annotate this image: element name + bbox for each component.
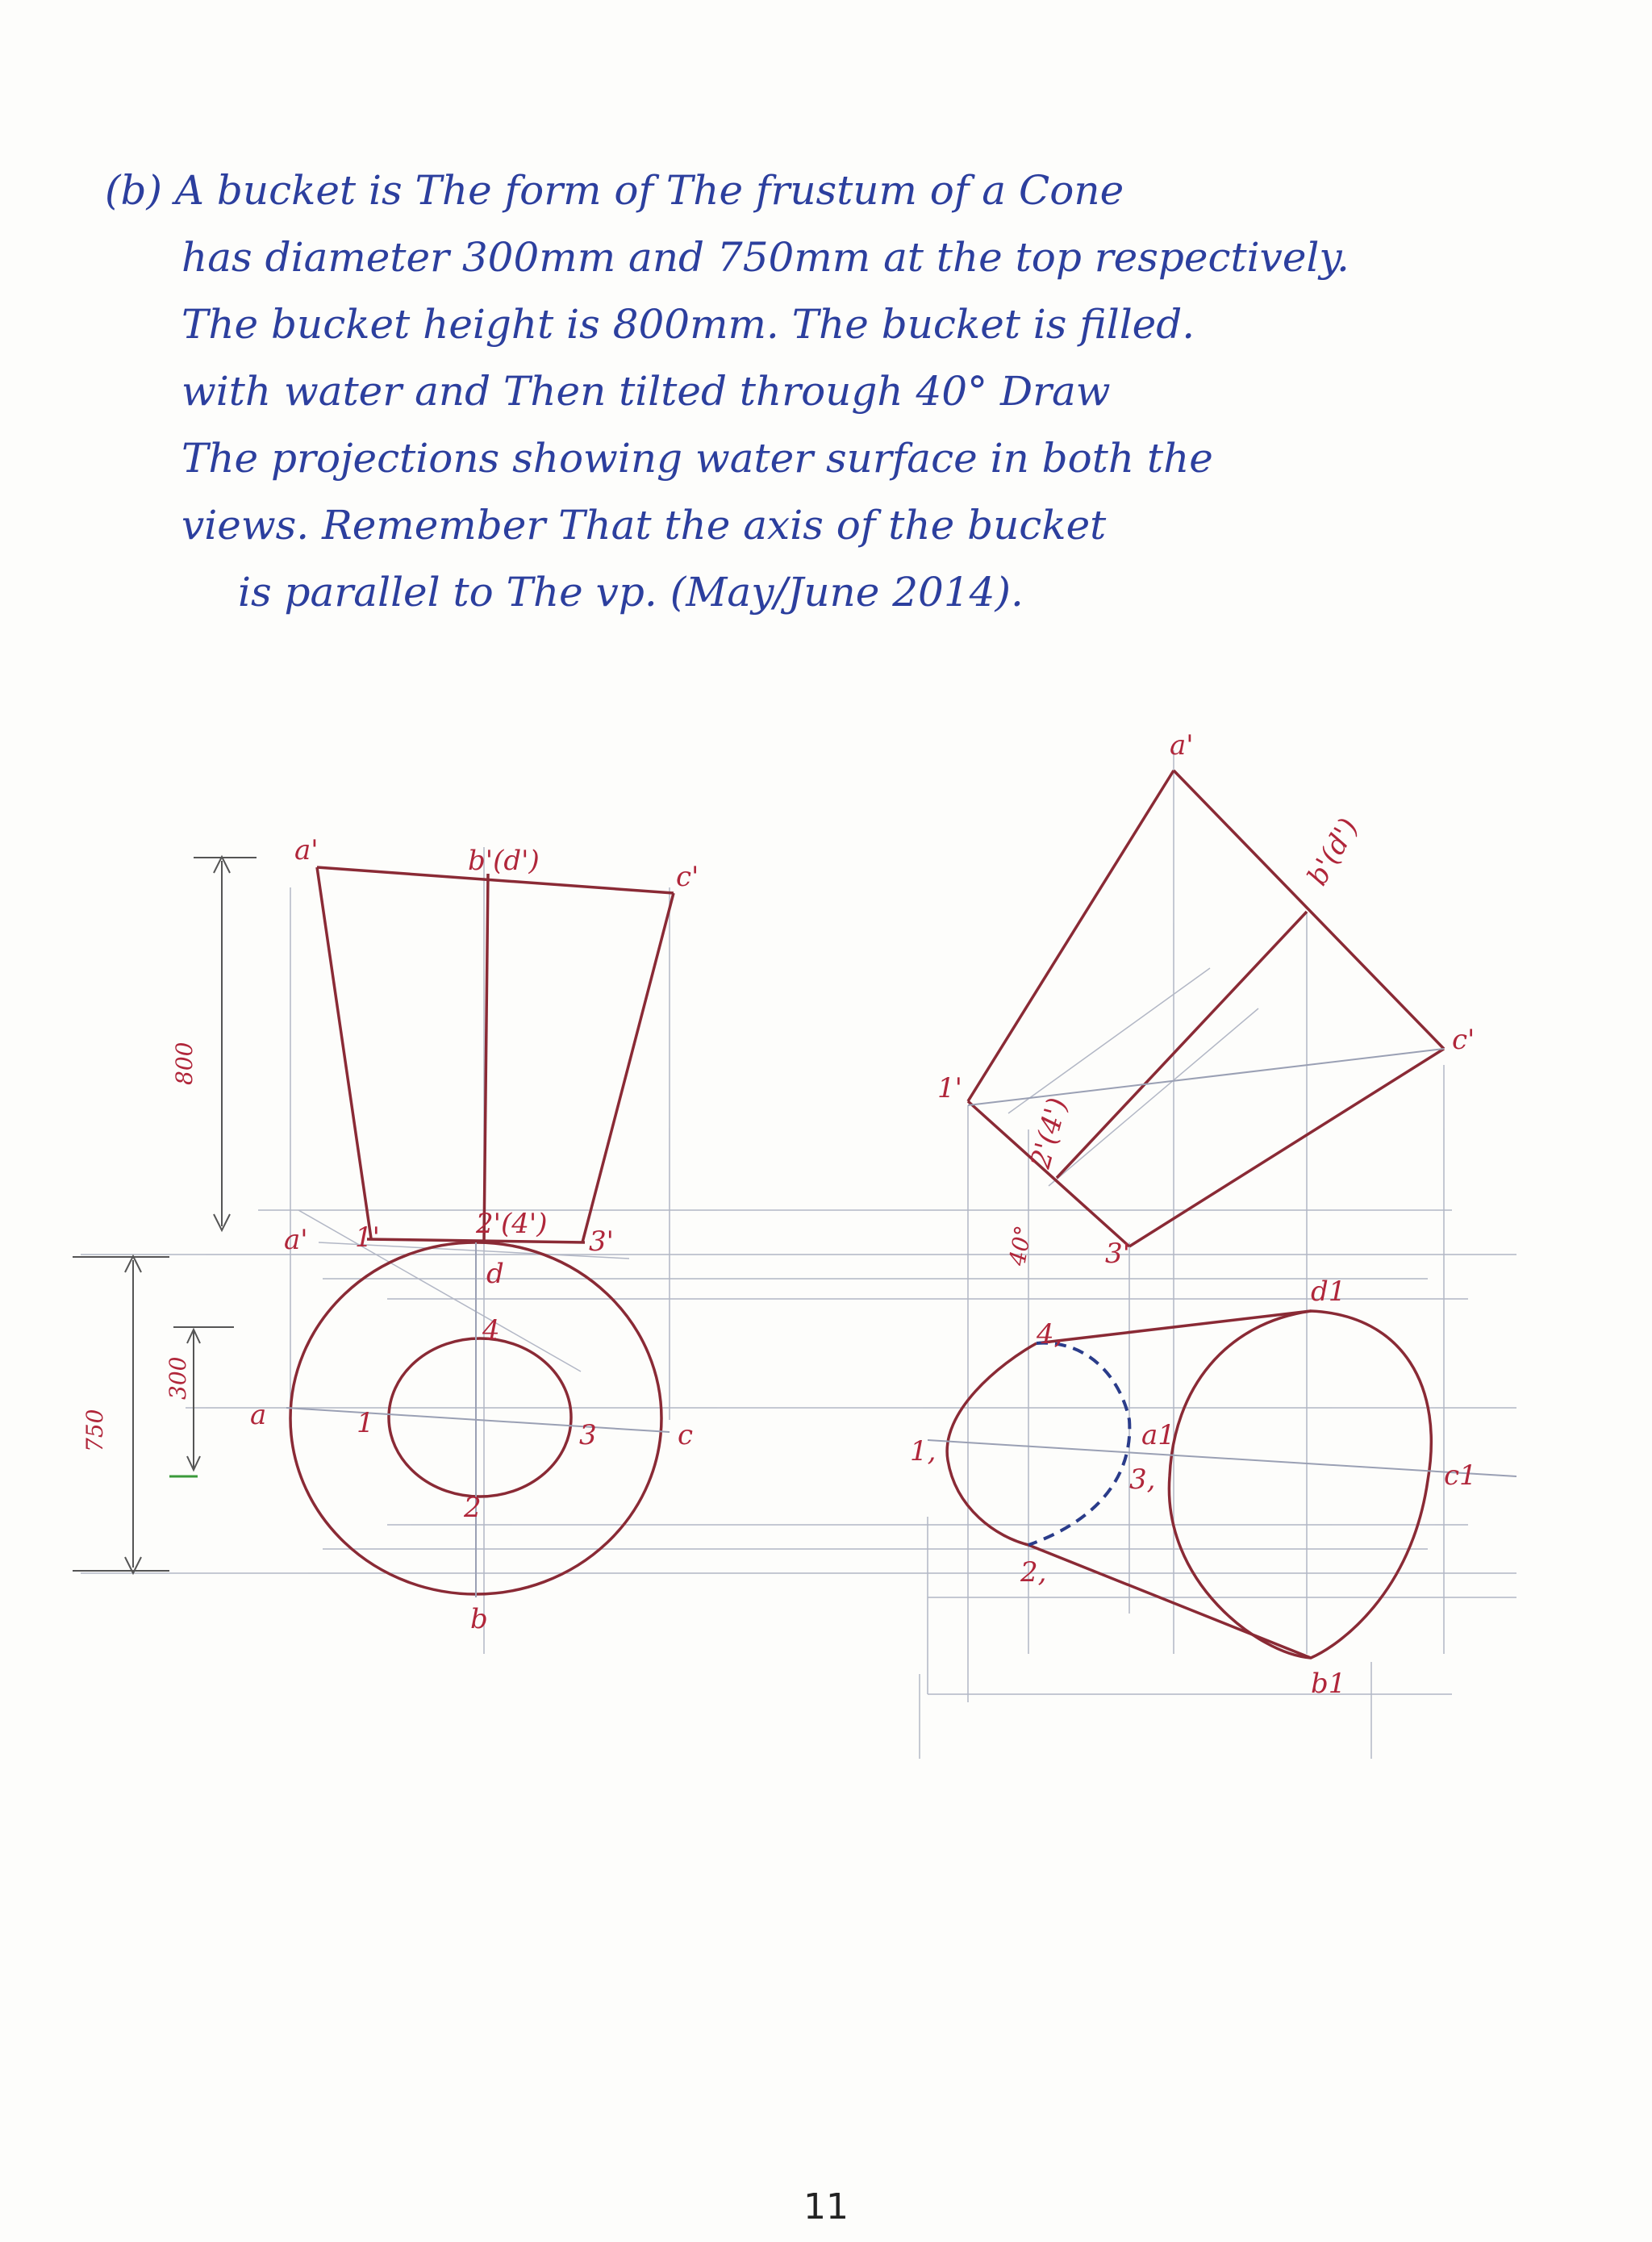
construction-lines [81, 750, 1516, 1759]
top-view-inner-circle [387, 1337, 573, 1498]
tfv-label-3-prime: 3' [1105, 1238, 1130, 1270]
fv-label-3-prime: 3' [589, 1225, 614, 1258]
tilted-top-large-ellipse [1167, 1309, 1433, 1660]
dimension-lines [73, 854, 257, 1576]
ttv-label-a1: a1 [1141, 1419, 1175, 1451]
ttv-label-3: 3, [1129, 1463, 1155, 1496]
fv-label-b-prime-d-prime: b'(d') [468, 845, 540, 877]
problem-line-3: The bucket height is 800mm. The bucket i… [181, 301, 1195, 348]
tv-label-1: 1 [357, 1407, 374, 1439]
fv-label-1-prime: 1' [355, 1221, 380, 1254]
problem-line-5: The projections showing water surface in… [181, 435, 1213, 482]
tfv-label-a-prime: a' [1170, 729, 1194, 762]
dim-label-750: 750 [81, 1409, 108, 1452]
problem-line-4: with water and Then tilted through 40° D… [181, 368, 1111, 415]
ttv-label-c1: c1 [1444, 1459, 1477, 1492]
page-number: 11 [803, 2186, 849, 2227]
tfv-label-angle: 40° [1003, 1224, 1037, 1269]
tilted-front-view [966, 769, 1446, 1248]
tv-label-b: b [470, 1603, 488, 1635]
tilted-top-small-ellipse [945, 1342, 1037, 1547]
tv-label-2: 2 [463, 1492, 482, 1524]
tfv-label-c-prime: c' [1452, 1024, 1475, 1056]
tilted-top-view [945, 1309, 1433, 1660]
ttv-label-2: 2, [1020, 1556, 1046, 1589]
dim-label-300: 300 [165, 1357, 191, 1400]
ttv-label-d1: d1 [1311, 1275, 1345, 1308]
ttv-label-4: 4, [1036, 1318, 1062, 1351]
tv-label-c: c [678, 1419, 693, 1451]
fv-label-a-prime-lower: a' [284, 1224, 308, 1256]
tv-label-4: 4 [482, 1314, 500, 1346]
top-view-axes [286, 1242, 670, 1597]
tfv-label-2-prime-4-prime: 2'(4') [1024, 1094, 1074, 1172]
tv-label-a: a [250, 1399, 266, 1431]
ttv-label-b1: b1 [1311, 1668, 1345, 1700]
problem-line-2: has diameter 300mm and 750mm at the top … [181, 234, 1350, 281]
problem-line-6: views. Remember That the axis of the buc… [181, 502, 1107, 549]
fv-label-a-prime: a' [294, 834, 319, 866]
tfv-label-1-prime: 1' [937, 1072, 962, 1104]
front-view-frustum [315, 866, 675, 1244]
tilted-top-tangent-lower [1028, 1543, 1312, 1660]
tfv-label-b-prime-d-prime: b'(d') [1301, 813, 1365, 891]
fv-label-c-prime: c' [676, 861, 699, 893]
problem-line-1: (b) A bucket is The form of The frustum … [105, 167, 1124, 214]
tilted-top-tangent-upper [1036, 1309, 1312, 1345]
ttv-label-1: 1, [910, 1435, 936, 1468]
fv-label-2-prime-4-prime: 2'(4') [475, 1208, 548, 1240]
tilted-top-water-surface [1028, 1341, 1132, 1547]
tilted-top-axis [927, 1439, 1517, 1477]
problem-statement: (b) A bucket is The form of The frustum … [105, 157, 1557, 626]
tilted-water-surface-edge [967, 1048, 1445, 1106]
problem-line-7: is parallel to The vp. (May/June 2014). [238, 569, 1024, 616]
tv-label-d: d [486, 1258, 504, 1290]
dim-label-800: 800 [171, 1042, 198, 1085]
tv-label-3: 3 [579, 1419, 597, 1451]
